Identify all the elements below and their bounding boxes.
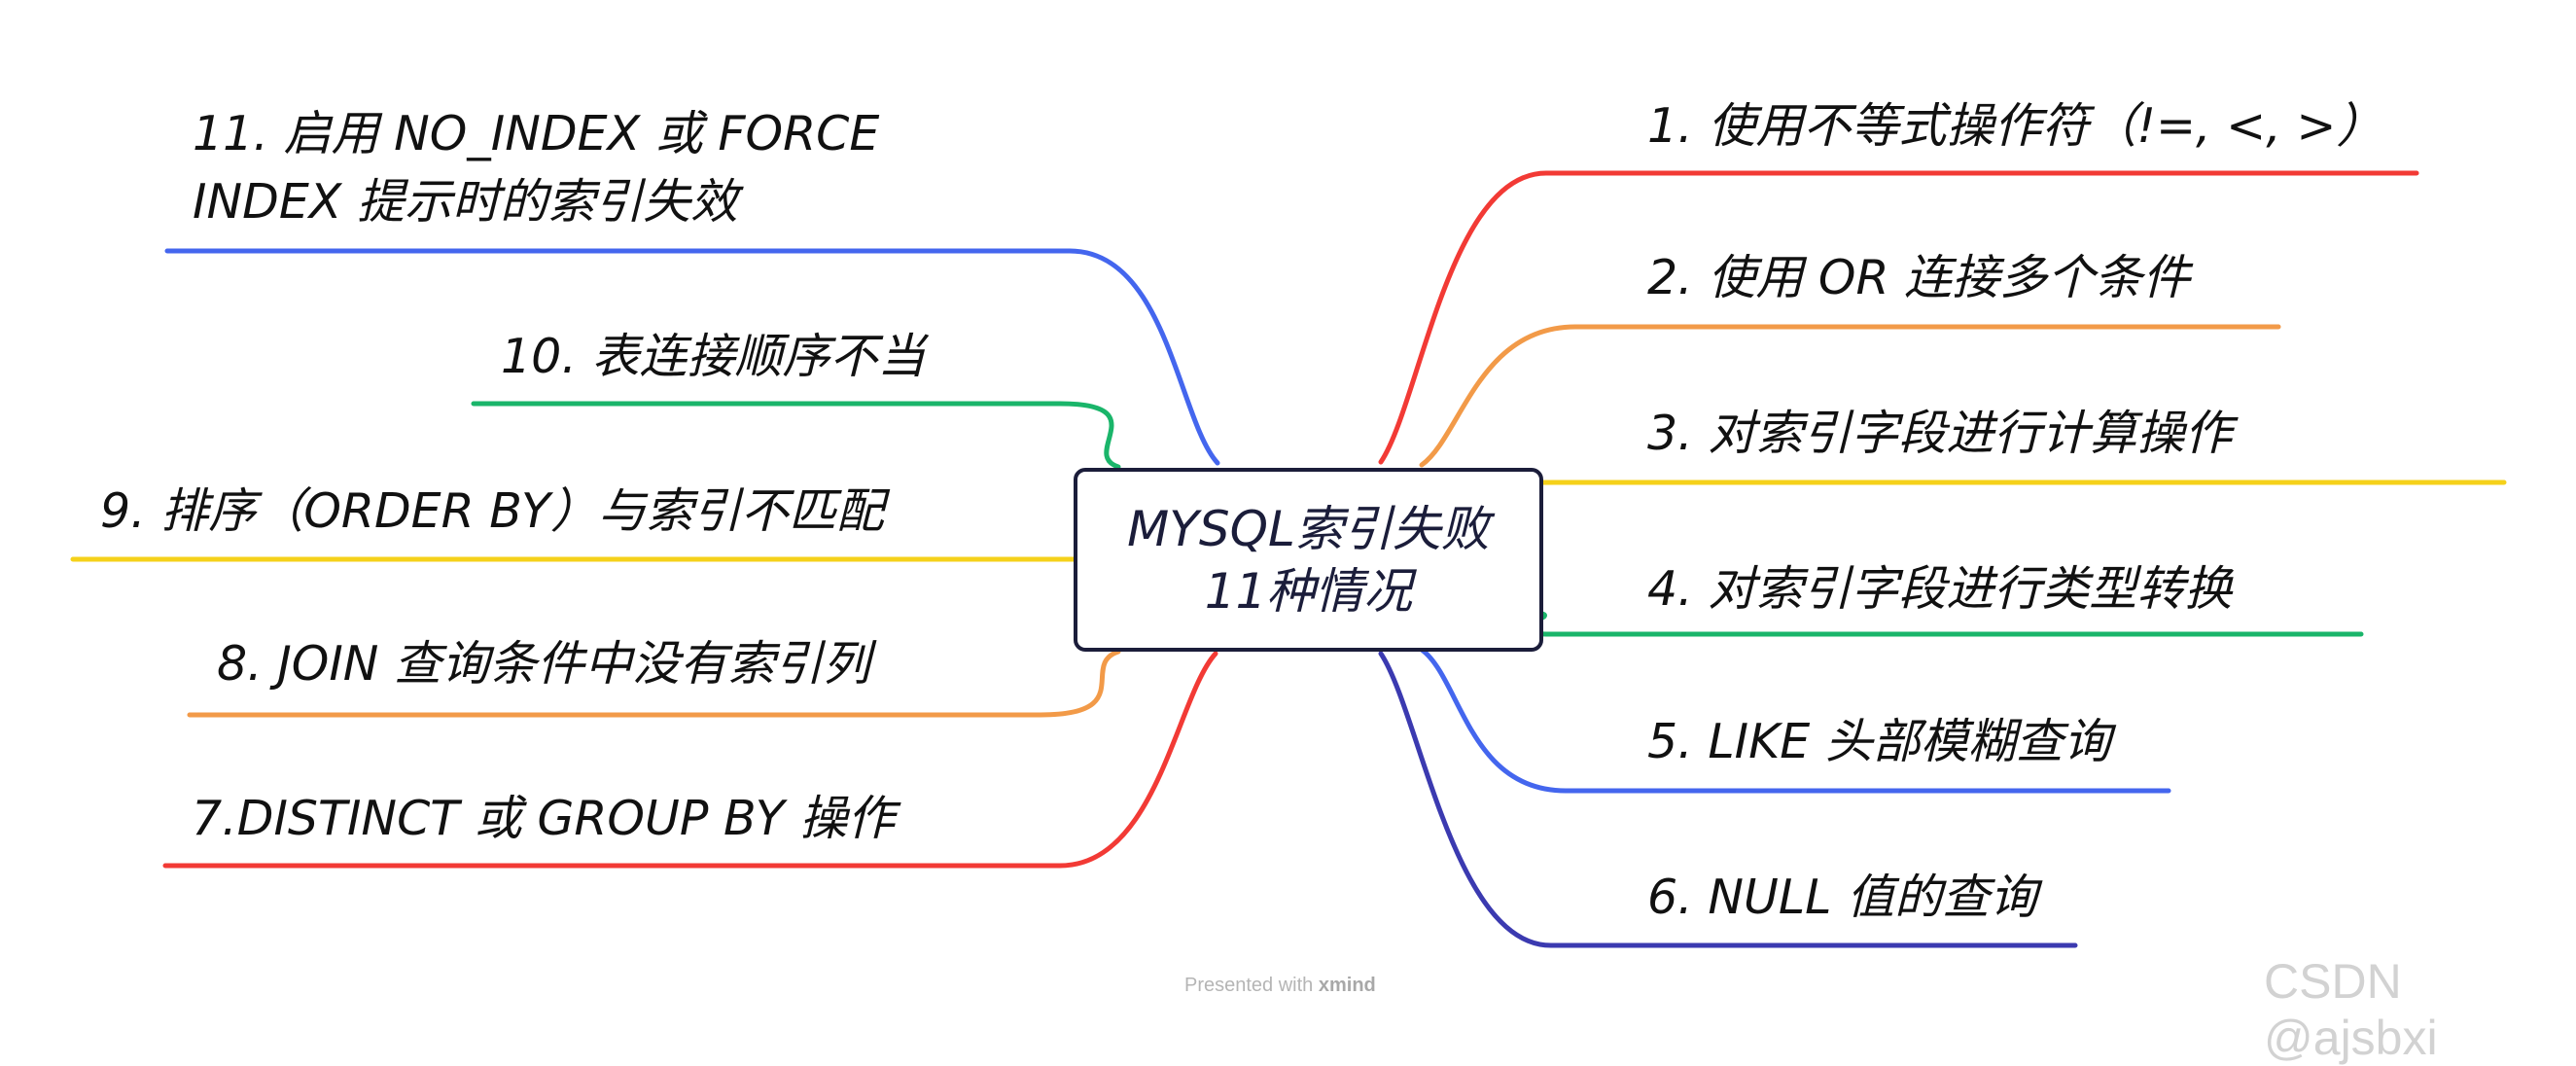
branch-5-label[interactable]: 5. LIKE 头部模糊查询 — [1647, 714, 2111, 769]
branch-6-label[interactable]: 6. NULL 值的查询 — [1647, 870, 2038, 925]
branch-3-connector — [1510, 480, 2507, 487]
branch-6-connector — [1378, 651, 2078, 948]
central-topic-line-1: MYSQL索引失败 — [1127, 500, 1490, 557]
branch-1-label[interactable]: 1. 使用不等式操作符（!=, <, >） — [1647, 98, 2384, 154]
branch-11-label[interactable]: 11. 启用 NO_INDEX 或 FORCE INDEX 提示时的索引失效 — [193, 106, 880, 230]
presented-with-footer: Presented with xmind — [1184, 975, 1376, 996]
branch-4-label[interactable]: 4. 对索引字段进行类型转换 — [1647, 561, 2233, 617]
branch-1-connector — [1378, 170, 2419, 465]
branch-9-label[interactable]: 9. 排序（ORDER BY）与索引不匹配 — [100, 483, 884, 539]
central-topic[interactable]: MYSQL索引失败 11种情况 — [1074, 468, 1543, 652]
branch-7-connector — [162, 651, 1218, 869]
csdn-watermark: CSDN @ajsbxi — [2264, 954, 2438, 1065]
branch-7-label[interactable]: 7.DISTINCT 或 GROUP BY 操作 — [192, 791, 896, 846]
branch-3-label[interactable]: 3. 对索引字段进行计算操作 — [1647, 406, 2233, 461]
branch-5-connector — [1419, 647, 2171, 794]
branch-2-connector — [1419, 324, 2281, 468]
branch-8-label[interactable]: 8. JOIN 查询条件中没有索引列 — [217, 636, 871, 692]
branch-10-connector — [471, 401, 1121, 470]
branch-10-label[interactable]: 10. 表连接顺序不当 — [501, 329, 926, 384]
mindmap-canvas: MYSQL索引失败 11种情况 1. 使用不等式操作符（!=, <, >） 2.… — [70, 98, 2507, 1065]
branch-2-label[interactable]: 2. 使用 OR 连接多个条件 — [1647, 250, 2191, 305]
branch-8-connector — [187, 649, 1121, 718]
central-topic-line-2: 11种情况 — [1204, 562, 1413, 620]
branch-11-connector — [164, 248, 1220, 466]
